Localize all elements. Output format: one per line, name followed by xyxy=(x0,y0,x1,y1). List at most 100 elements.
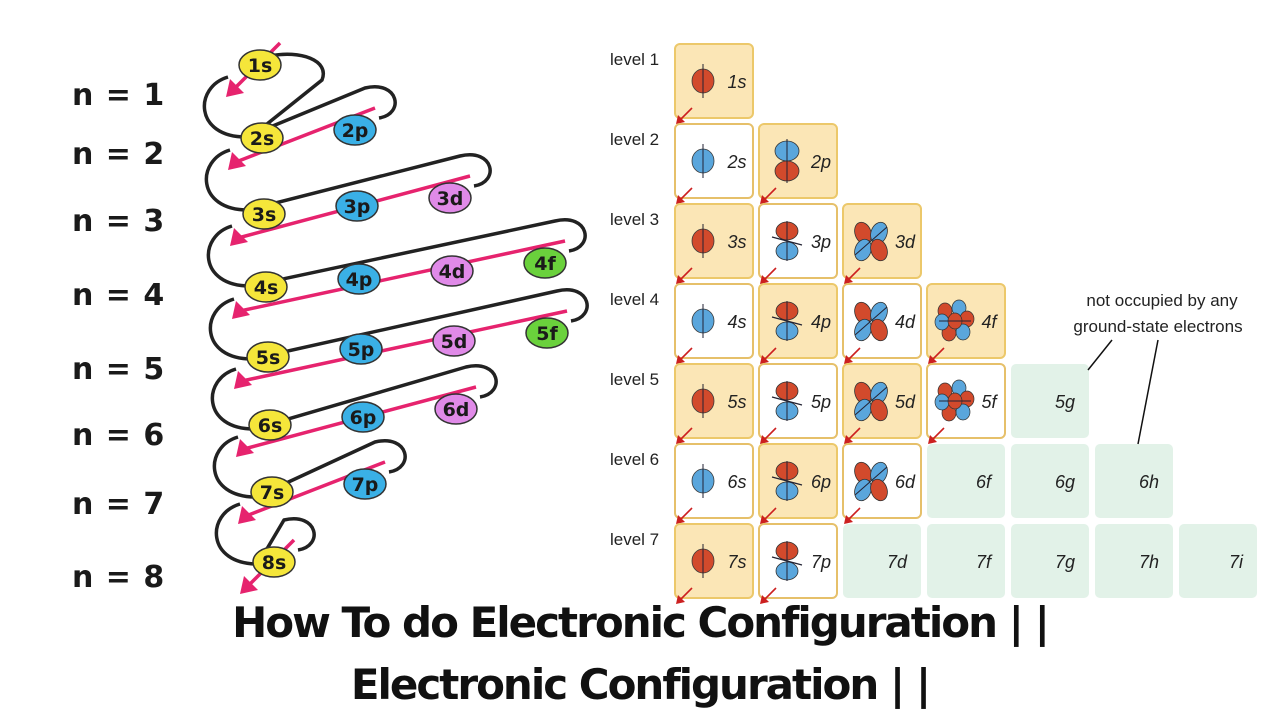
orbital-label: 7i xyxy=(1229,552,1244,572)
subshell-bubble xyxy=(337,263,381,295)
subshell-label: 5p xyxy=(348,339,375,361)
orbital-label: 6d xyxy=(895,472,916,492)
orbital-box-6h: 6h xyxy=(1095,444,1173,518)
arrowhead-1 xyxy=(226,79,244,97)
subshell-label: 3p xyxy=(344,196,371,218)
subshell-label: 4p xyxy=(346,269,373,291)
orbital-box-bg xyxy=(758,283,838,359)
subshell-bubble xyxy=(339,333,383,365)
subshell-7p: 7p xyxy=(343,468,387,500)
orbital-lobe xyxy=(870,478,888,502)
orbital-label: 2s xyxy=(726,152,746,172)
subshell-bubble xyxy=(428,182,472,214)
orbital-box-2p: 2p xyxy=(758,123,838,204)
orbital-box-bg xyxy=(1011,444,1089,518)
annotation-line-1: not occupied by any xyxy=(1086,291,1238,310)
subshell-5d: 5d xyxy=(432,325,476,357)
orbital-label: 5p xyxy=(811,392,831,412)
orbital-box-bg xyxy=(758,363,838,439)
orbital-box-bg xyxy=(927,524,1005,598)
orbital-label: 7p xyxy=(811,552,831,572)
subshell-6d: 6d xyxy=(434,393,478,425)
subshell-4s: 4s xyxy=(244,271,288,303)
fill-order-arrowhead xyxy=(844,275,853,284)
orbital-label: 5s xyxy=(727,392,746,412)
video-title-line-2: Electronic Configuration | | xyxy=(350,660,931,709)
subshell-label: 5d xyxy=(441,331,468,353)
orbital-lobe xyxy=(934,313,950,331)
fill-order-arrowhead xyxy=(760,355,769,364)
fill-order-arrowhead xyxy=(844,435,853,444)
orbital-box-5d: 5d xyxy=(842,363,922,444)
orbital-box-3p: 3p xyxy=(758,203,838,284)
orbital-box-bg xyxy=(758,123,838,199)
orbital-box-5p: 5p xyxy=(758,363,838,444)
orbital-label: 7f xyxy=(976,552,993,572)
shell-label-8: n = 8 xyxy=(72,560,166,595)
orbital-label: 7g xyxy=(1055,552,1075,572)
subshell-bubble xyxy=(434,393,478,425)
subshell-8s: 8s xyxy=(252,546,296,578)
annotation-leader-1 xyxy=(1087,339,1113,371)
orbital-label: 5d xyxy=(895,392,916,412)
orbital-lobe xyxy=(854,466,888,496)
orbital-label: 4f xyxy=(981,312,998,332)
orbital-label: 6p xyxy=(811,472,831,492)
subshell-label: 2s xyxy=(250,128,275,150)
subshell-5p: 5p xyxy=(339,333,383,365)
subshell-6p: 6p xyxy=(341,401,385,433)
diagonal-arrow-4 xyxy=(239,239,566,313)
orbital-box-6p: 6p xyxy=(758,443,838,524)
orbital-label: 6s xyxy=(727,472,746,492)
orbital-label: 3s xyxy=(727,232,746,252)
subshell-bubble xyxy=(238,49,282,81)
subshell-label: 5f xyxy=(536,323,558,345)
orbital-box-4d: 4d xyxy=(842,283,922,364)
arrowhead-4 xyxy=(232,301,250,319)
orbital-label: 3p xyxy=(811,232,831,252)
orbital-label: 4s xyxy=(727,312,746,332)
orbital-label: 7s xyxy=(727,552,746,572)
orbital-label: 4d xyxy=(895,312,916,332)
fill-order-arrowhead xyxy=(676,595,685,604)
subshell-label: 3s xyxy=(252,204,277,226)
fill-order-arrowhead xyxy=(760,275,769,284)
annotation-group: not occupied by any ground-state electro… xyxy=(1073,291,1243,445)
subshell-bubble xyxy=(246,341,290,373)
shell-label-7: n = 7 xyxy=(72,487,166,522)
fill-order-arrowhead xyxy=(928,435,937,444)
subshell-bubble xyxy=(430,255,474,287)
level-label-7: level 7 xyxy=(610,530,660,549)
level-label-1: level 1 xyxy=(610,50,660,69)
fill-order-arrowhead xyxy=(844,355,853,364)
arrowhead-6 xyxy=(236,439,254,457)
subshell-bubble xyxy=(335,190,379,222)
subshell-bubble xyxy=(525,317,569,349)
orbital-lobe xyxy=(854,386,888,416)
subshell-3s: 3s xyxy=(242,198,286,230)
orbital-box-bg xyxy=(843,524,921,598)
orbital-box-6d: 6d xyxy=(842,443,922,524)
subshell-3p: 3p xyxy=(335,190,379,222)
subshell-label: 7p xyxy=(352,474,379,496)
fill-order-arrowhead xyxy=(760,435,769,444)
shell-label-2: n = 2 xyxy=(72,137,166,172)
subshell-7s: 7s xyxy=(250,476,294,508)
subshell-bubble xyxy=(252,546,296,578)
fill-order-arrowhead xyxy=(676,435,685,444)
orbital-label: 5f xyxy=(981,392,998,412)
fill-order-arrowhead xyxy=(928,355,937,364)
arrowhead-7 xyxy=(238,506,256,524)
orbital-label: 6f xyxy=(976,472,993,492)
subshell-label: 6s xyxy=(258,415,283,437)
diagonal-arrow-5 xyxy=(241,309,568,383)
arrowhead-2 xyxy=(228,152,246,170)
subshell-2p: 2p xyxy=(333,114,377,146)
subshell-5f: 5f xyxy=(525,317,569,349)
subshell-label: 2p xyxy=(342,120,369,142)
orbital-box-5s: 5s xyxy=(674,363,754,444)
shell-label-4: n = 4 xyxy=(72,278,166,313)
orbital-box-bg xyxy=(1095,444,1173,518)
orbital-box-5g: 5g xyxy=(1011,364,1089,438)
